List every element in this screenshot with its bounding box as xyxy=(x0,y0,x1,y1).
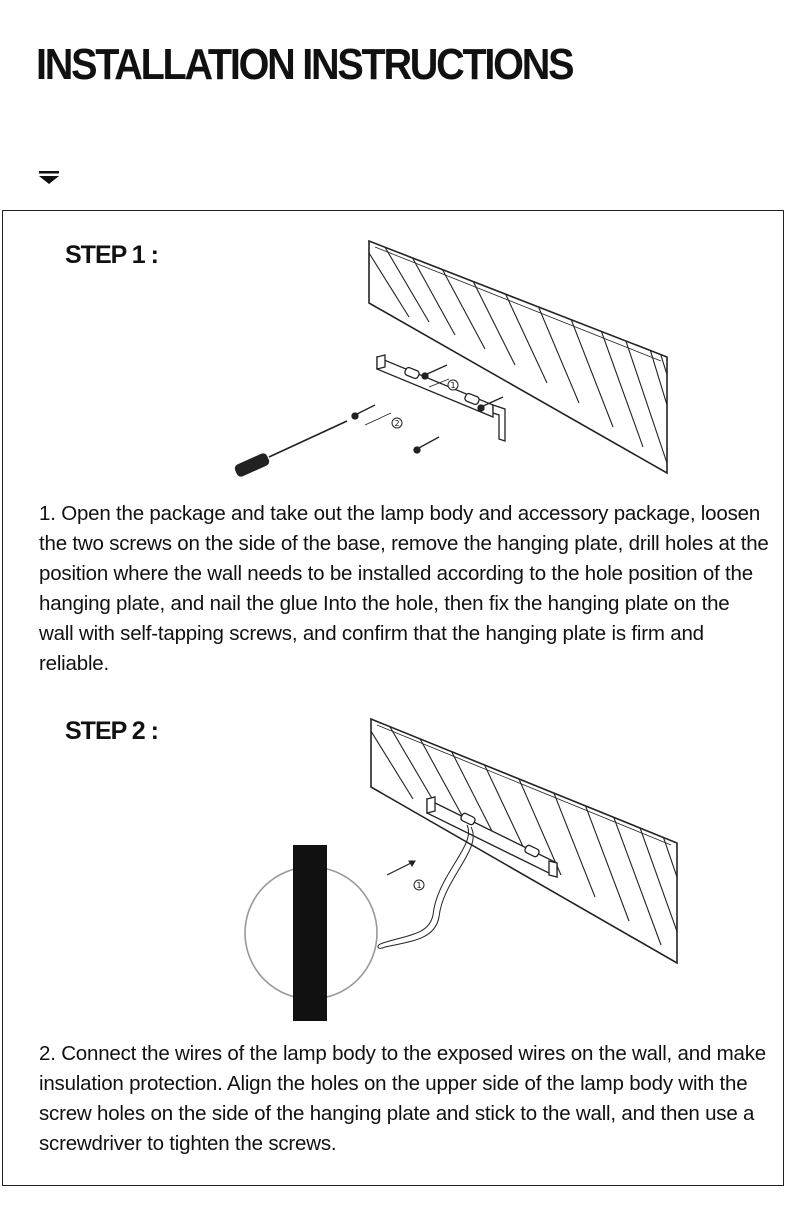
step-2-text: 2. Connect the wires of the lamp body to… xyxy=(39,1042,766,1155)
hanging-plate xyxy=(426,796,558,879)
screws xyxy=(351,364,504,454)
step-2-label: STEP 2 : xyxy=(65,717,159,745)
step-1-illustration: 1 2 xyxy=(234,239,668,477)
step-2-illustration: 1 xyxy=(244,717,678,1021)
instructions-panel: STEP 1 : xyxy=(2,210,784,1186)
step-1-callout-1: 1 xyxy=(447,379,459,391)
lamp-body xyxy=(244,845,378,1021)
step-1-label: STEP 1 : xyxy=(65,241,159,269)
screwdriver xyxy=(234,420,348,477)
wall-hatch xyxy=(371,719,677,963)
step-1-text: 1. Open the package and take out the lam… xyxy=(39,502,769,675)
step-1-callout-2: 2 xyxy=(391,417,403,429)
svg-text:1: 1 xyxy=(450,381,455,390)
wall-hatch xyxy=(369,241,667,473)
wires xyxy=(377,824,474,949)
triangle-down-icon xyxy=(39,171,59,184)
svg-text:2: 2 xyxy=(394,419,399,428)
svg-text:1: 1 xyxy=(416,881,421,890)
hanging-plate xyxy=(376,354,506,442)
page-title: INSTALLATION INSTRUCTIONS xyxy=(36,40,574,89)
step-2-callout-1: 1 xyxy=(413,879,425,891)
